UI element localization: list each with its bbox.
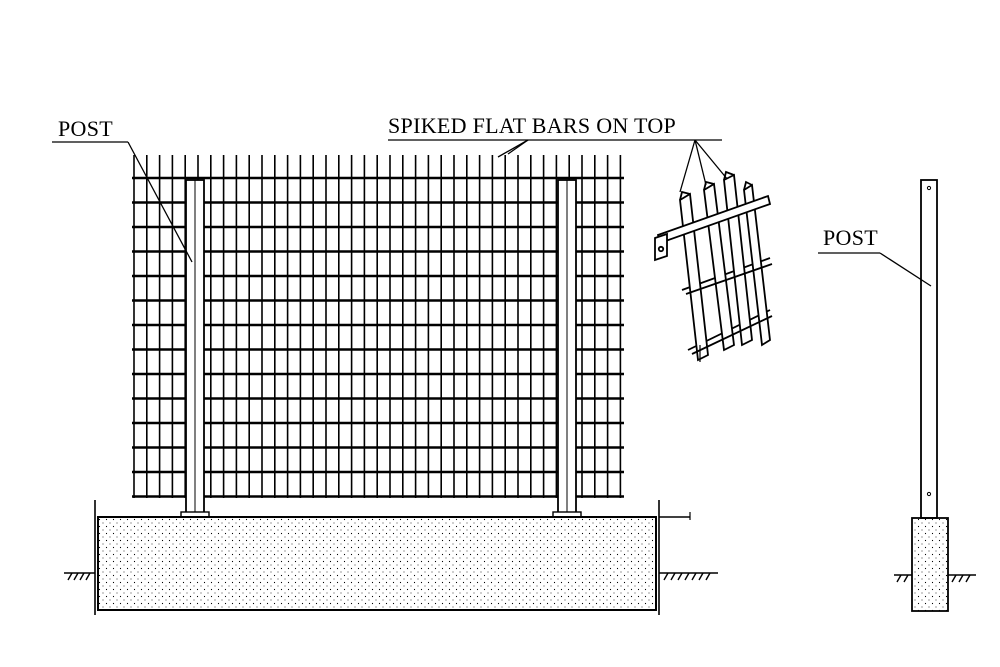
post-label-left-text: POST (58, 116, 113, 141)
ground-line-right (659, 572, 718, 581)
spiked-bars-label: SPIKED FLAT BARS ON TOP (388, 113, 729, 193)
spiked-bar-detail (654, 170, 773, 362)
fence-post-left (180, 179, 210, 518)
ground-line-left (64, 572, 95, 581)
mesh-horizontal-wires (132, 176, 624, 498)
spiked-bars-label-text: SPIKED FLAT BARS ON TOP (388, 113, 676, 138)
fence-panel-elevation: POST SPIKED FLAT BARS ON TOP (52, 113, 729, 615)
ground-line-post-left (894, 574, 912, 583)
post-label-right: POST (818, 225, 932, 287)
post-label-right-text: POST (823, 225, 878, 250)
concrete-foundation (94, 500, 691, 615)
ground-line-post-right (948, 574, 976, 583)
post-side-view: POST (818, 179, 976, 612)
post-label-left: POST (52, 116, 193, 263)
fence-post-right (552, 179, 582, 518)
